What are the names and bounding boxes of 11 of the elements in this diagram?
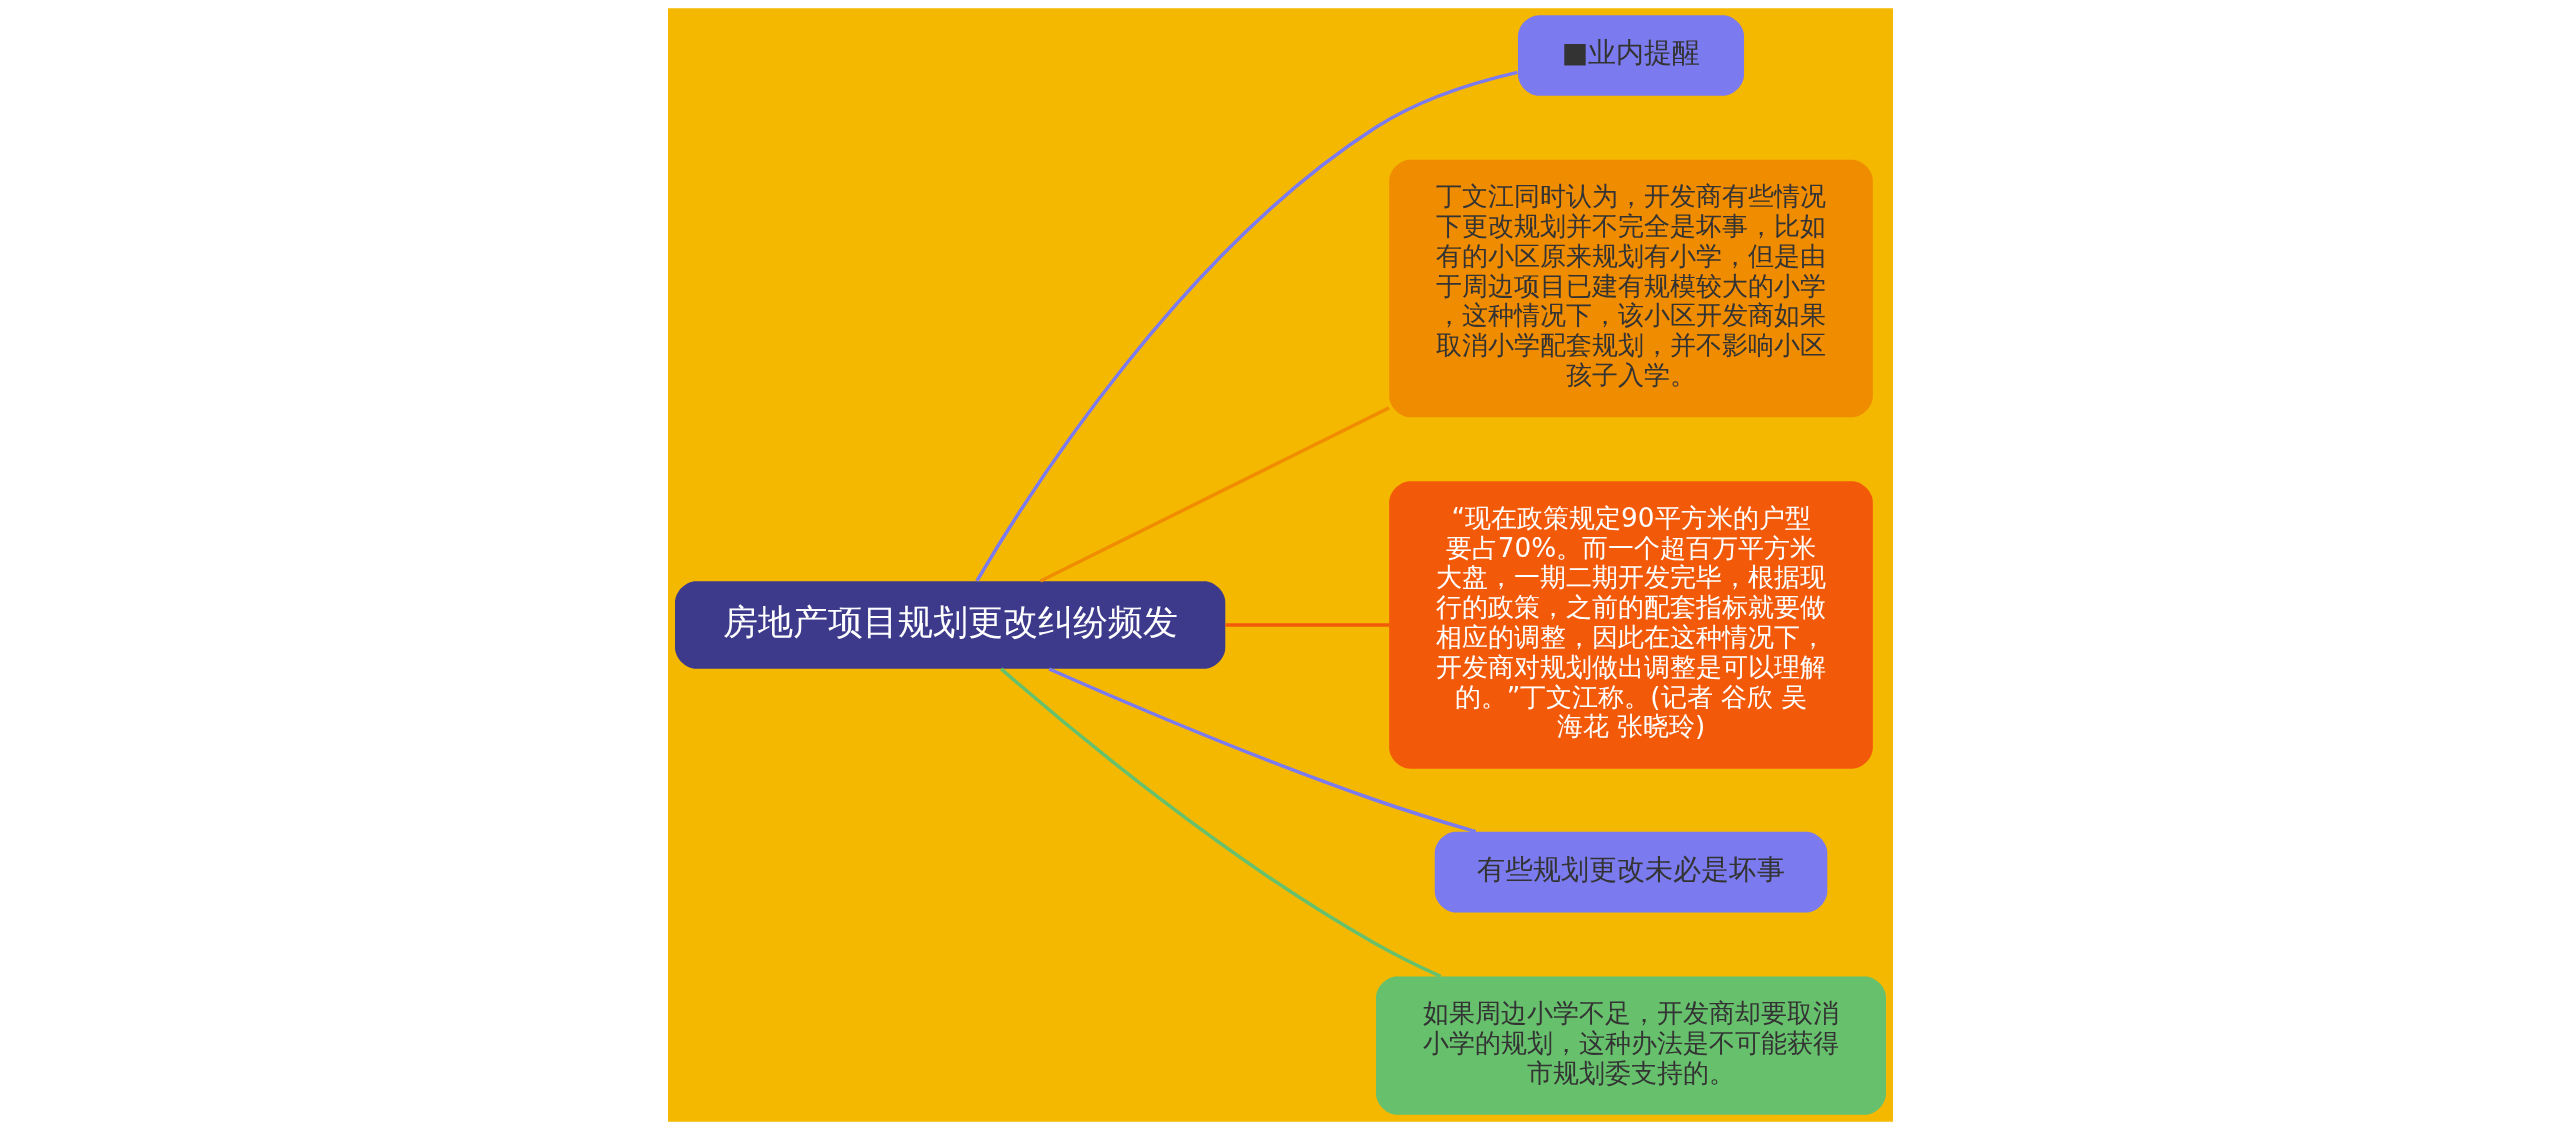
node-box: 如果周边小学不足，开发商却要取消小学的规划，这种办法是不可能获得市规划委支持的。	[1375, 976, 1886, 1115]
node-box: ■业内提醒	[1517, 15, 1744, 96]
connector	[1039, 406, 1390, 583]
connector	[1048, 667, 1476, 834]
node-box: 房地产项目规划更改纠纷频发	[674, 581, 1225, 669]
connector	[1224, 623, 1389, 627]
node-box: 丁文江同时认为，开发商有些情况下更改规划并不完全是坏事，比如有的小区原来规划有小学，但是由于周边项目已建有规模较大的小学，这种情况下，该小区开发商如果取消小学配套规划，并不影响小区孩子入学。	[1388, 159, 1873, 418]
node-box: “现在政策规定90平方米的户型要占70%。而一个超百万平方米大盘，一期二期开发完毕，根据现行的政策，之前的配套指标就要做相应的调整，因此在这种情况下，开发商对规划做出调整是可以理解的。”丁文江称。(记者 谷欣 吴海花 张晓玲)	[1388, 481, 1873, 769]
node-box: 有些规划更改未必是坏事	[1434, 831, 1827, 913]
connector	[999, 667, 1441, 978]
connector	[974, 70, 1518, 582]
